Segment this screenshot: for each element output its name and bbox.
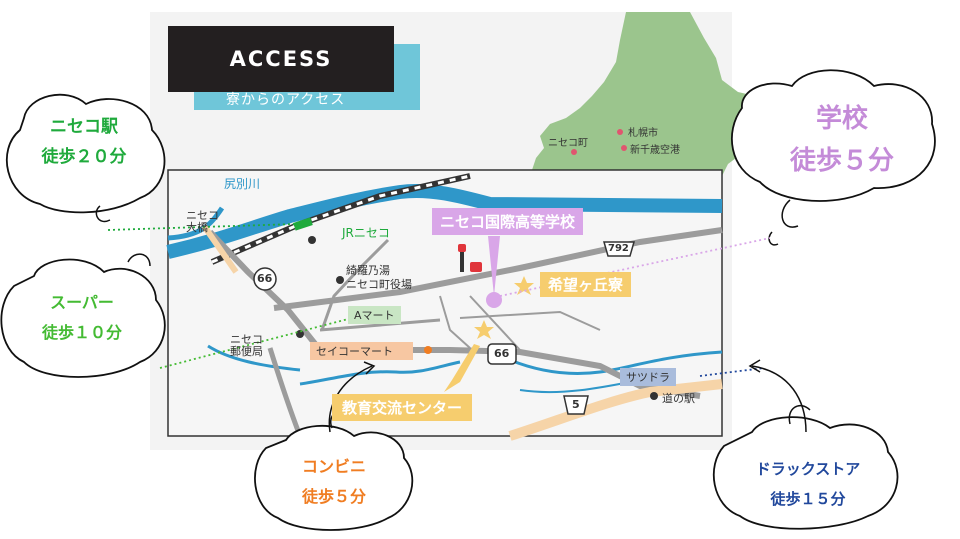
supermarket-connector (159, 317, 353, 369)
route-792-number: 792 (608, 243, 629, 254)
label-post-office: ニセコ 郵便局 (230, 333, 263, 358)
badge-drugstore: サツドラ (620, 368, 676, 386)
callout-supermarket-time: 徒歩１０分 (41, 323, 122, 342)
drugstore-arrow (751, 365, 807, 433)
cloud-convenience (254, 424, 414, 531)
callout-station: ニセコ駅 徒歩２０分 (18, 112, 150, 172)
callout-station-name: ニセコ駅 (50, 117, 118, 137)
label-town-office: ニセコ町役場 (346, 278, 412, 291)
bus-stop-icon (458, 244, 482, 272)
callout-supermarket: スーパー 徒歩１０分 (12, 288, 152, 348)
label-michi-no-eki: 道の駅 (662, 392, 695, 405)
route-66b-number: 66 (494, 347, 510, 360)
inset-label-niseko-town: ニセコ町 (548, 138, 588, 149)
label-niseko-ohashi: ニセコ 大橋 (186, 209, 219, 234)
callout-drugstore-name: ドラックストア (755, 460, 861, 478)
label-kirano-yu: 綺羅乃湯 (346, 264, 390, 277)
kirano-yu-dot (308, 236, 316, 244)
road-792 (273, 227, 723, 311)
cloud-school (730, 69, 936, 202)
inset-label-sapporo: 札幌市 (628, 128, 658, 139)
route-shield-5 (563, 395, 589, 415)
label-shiribetsu-river: 尻別川 (224, 177, 261, 191)
cloud-station (5, 93, 166, 214)
callout-school-time: 徒歩５分 (789, 146, 894, 176)
badge-school: ニセコ国際高等学校 (432, 208, 584, 235)
callout-convenience-time: 徒歩５分 (301, 487, 366, 506)
badge-supermarket: Aマート (348, 306, 401, 324)
route-shield-66b (487, 343, 517, 365)
access-title: ACCESS (229, 47, 333, 71)
town-office-dot (336, 276, 344, 284)
jr-station-marker (293, 217, 313, 231)
route-5-number: 5 (572, 398, 580, 411)
road-5 (508, 379, 723, 441)
shiribetsu-river (166, 183, 723, 259)
inset-label-new-chitose: 新千歳空港 (630, 145, 680, 156)
callout-supermarket-name: スーパー (50, 293, 114, 312)
post-office-dot (296, 330, 304, 338)
callout-station-time: 徒歩２０分 (41, 147, 127, 167)
access-subtitle: 寮からのアクセス (226, 92, 346, 108)
badge-dorm: 希望ヶ丘寮 (540, 272, 632, 297)
route-66a-number: 66 (257, 272, 273, 285)
michi-no-eki-dot (650, 392, 658, 400)
cloud-supermarket (0, 258, 166, 378)
education-center-star-icon (474, 320, 494, 339)
callout-convenience: コンビニ 徒歩５分 (266, 452, 402, 512)
route-shield-792 (603, 241, 635, 257)
convenience-dot (424, 346, 432, 354)
access-header-box (168, 26, 394, 92)
callout-drugstore: ドラックストア 徒歩１５分 (722, 454, 894, 514)
route-shield-66a (253, 267, 277, 291)
dorm-star-icon (514, 276, 534, 295)
drugstore-connector (699, 367, 765, 377)
cloud-drugstore (712, 416, 899, 530)
station-connector (107, 223, 297, 231)
label-jr-niseko: JRニセコ (342, 226, 390, 240)
badge-convenience: セイコーマート (310, 342, 413, 360)
callout-drugstore-time: 徒歩１５分 (770, 490, 846, 508)
school-pin (488, 236, 500, 296)
badge-education-center: 教育交流センター (332, 394, 473, 421)
callout-convenience-name: コンビニ (301, 457, 366, 476)
railway (210, 173, 471, 265)
callout-school: 学校 徒歩５分 (762, 98, 922, 182)
callout-school-name: 学校 (815, 104, 868, 134)
